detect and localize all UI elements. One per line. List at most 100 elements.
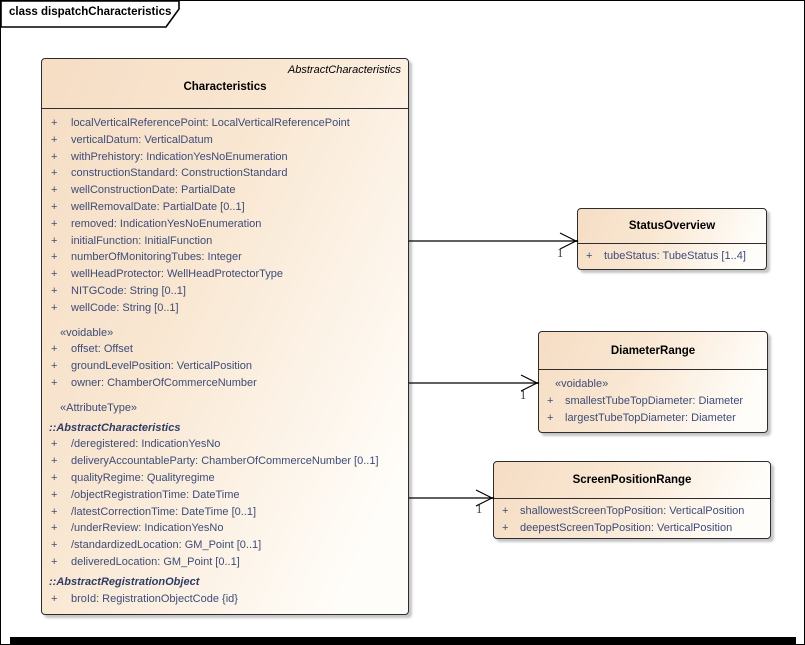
class-name: StatusOverview bbox=[628, 220, 716, 232]
attribute-row: +shallowestScreenTopPosition: VerticalPo… bbox=[494, 503, 770, 520]
visibility-symbol: + bbox=[547, 412, 554, 424]
visibility-symbol: + bbox=[51, 301, 58, 314]
visibility-symbol: + bbox=[51, 150, 58, 163]
diagram-title: class dispatchCharacteristics bbox=[9, 6, 172, 18]
attribute-row: +/deregistered: IndicationYesNo bbox=[42, 436, 408, 453]
attribute-text: /underReview: IndicationYesNo bbox=[71, 522, 224, 535]
class-box-diameter-range[interactable]: DiameterRange «voidable»+smallestTubeTop… bbox=[538, 331, 768, 433]
attribute-row: + localVerticalReferencePoint: LocalVerti… bbox=[42, 115, 408, 132]
stereotype-label: «voidable» bbox=[555, 378, 609, 390]
visibility-symbol: + bbox=[51, 592, 58, 605]
attribute-text: numberOfMonitoringTubes: Integer bbox=[71, 251, 242, 264]
frame-title-tab: class dispatchCharacteristics bbox=[1, 1, 182, 28]
attribute-row: +/objectRegistrationTime: DateTime bbox=[42, 487, 408, 504]
class-header: DiameterRange bbox=[539, 332, 767, 370]
visibility-symbol: + bbox=[547, 395, 554, 407]
visibility-symbol: + bbox=[51, 505, 58, 518]
bottom-edge-bar bbox=[10, 637, 796, 644]
visibility-symbol: + bbox=[51, 438, 58, 451]
attribute-text: initialFunction: InitialFunction bbox=[71, 234, 213, 247]
association-to-status-overview bbox=[409, 232, 579, 250]
visibility-symbol: + bbox=[51, 343, 58, 356]
attribute-row: +removed: IndicationYesNoEnumeration bbox=[42, 216, 408, 233]
attribute-row: + largestTubeTopDiameter: Diameter bbox=[539, 410, 767, 427]
attribute-row: + verticalDatum: VerticalDatum bbox=[42, 132, 408, 149]
attribute-row: + wellCode: String [0..1] bbox=[42, 300, 408, 317]
attribute-row: +/standardizedLocation: GM_Point [0..1] bbox=[42, 537, 408, 554]
visibility-symbol: + bbox=[51, 555, 58, 568]
attribute-compartment: «voidable»+smallestTubeTopDiameter: Diam… bbox=[539, 370, 767, 427]
class-name: DiameterRange bbox=[610, 344, 696, 357]
class-header: ScreenPositionRange bbox=[494, 462, 770, 499]
attribute-text: constructionStandard: ConstructionStanda… bbox=[71, 167, 288, 180]
parent-stereotype-label: AbstractCharacteristics bbox=[287, 64, 401, 76]
attribute-row: +owner: ChamberOfCommerceNumber bbox=[42, 375, 408, 392]
visibility-symbol: + bbox=[51, 268, 58, 281]
association-to-diameter-range bbox=[409, 374, 540, 392]
attribute-text: groundLevelPosition: VerticalPosition bbox=[71, 360, 253, 373]
attribute-row: + /latestCorrectionTime: DateTime [0..1] bbox=[42, 504, 408, 521]
attribute-text: /objectRegistrationTime: DateTime bbox=[71, 488, 240, 501]
attribute-text: NITGCode: String [0..1] bbox=[71, 284, 186, 297]
visibility-symbol: + bbox=[51, 167, 58, 180]
attribute-text: deepestScreenTopPosition: VerticalPositi… bbox=[520, 522, 733, 534]
multiplicity-label: 1 bbox=[557, 246, 564, 260]
stereotype-label: «voidable» bbox=[60, 326, 114, 339]
attribute-row: +NITGCode: String [0..1] bbox=[42, 283, 408, 300]
attribute-row: + wellHeadProtector: WellHeadProtectorTyp… bbox=[42, 266, 408, 283]
stereotype-label: «AttributeType» bbox=[60, 401, 138, 414]
open-arrowhead-icon bbox=[520, 374, 540, 392]
attribute-text: deliveredLocation: GM_Point [0..1] bbox=[71, 555, 240, 568]
namespace-label: ::AbstractRegistrationObject bbox=[49, 575, 200, 588]
attribute-text: smallestTubeTopDiameter: Diameter bbox=[565, 395, 744, 407]
visibility-symbol: + bbox=[51, 117, 58, 129]
attribute-row: +deliveryAccountableParty: ChamberOfComm… bbox=[42, 453, 408, 470]
attribute-text: owner: ChamberOfCommerceNumber bbox=[71, 376, 257, 389]
attribute-text: largestTubeTopDiameter: Diameter bbox=[565, 412, 736, 424]
attribute-row: + smallestTubeTopDiameter: Diameter bbox=[539, 393, 767, 410]
attribute-text: deliveryAccountableParty: ChamberOfComme… bbox=[71, 455, 379, 468]
attribute-text: broId: RegistrationObjectCode {id} bbox=[71, 592, 238, 605]
attribute-text: verticalDatum: VerticalDatum bbox=[71, 133, 213, 146]
attribute-row: + initialFunction: InitialFunction bbox=[42, 233, 408, 250]
attribute-text: tubeStatus: TubeStatus [1..4] bbox=[604, 250, 746, 262]
class-header: AbstractCharacteristics Characteristics bbox=[42, 59, 408, 109]
multiplicity-label: 1 bbox=[520, 388, 527, 402]
visibility-symbol: + bbox=[51, 133, 58, 146]
visibility-symbol: + bbox=[51, 234, 58, 247]
attribute-compartment: +shallowestScreenTopPosition: VerticalPo… bbox=[494, 499, 770, 537]
attribute-row: + withPrehistory: IndicationYesNoEnumerat… bbox=[42, 149, 408, 166]
class-name: ScreenPositionRange bbox=[572, 474, 692, 486]
attribute-text: localVerticalReferencePoint: LocalVertic… bbox=[71, 117, 350, 129]
attribute-text: withPrehistory: IndicationYesNoEnumerati… bbox=[71, 150, 288, 163]
attribute-row: + constructionStandard: ConstructionStand… bbox=[42, 165, 408, 182]
visibility-symbol: + bbox=[51, 471, 58, 484]
attribute-text: wellCode: String [0..1] bbox=[71, 301, 179, 314]
multiplicity-label: 1 bbox=[476, 502, 483, 516]
attribute-compartment: + localVerticalReferencePoint: LocalVerti… bbox=[42, 109, 408, 607]
attribute-row: +tubeStatus: TubeStatus [1..4] bbox=[578, 248, 766, 265]
attribute-row: +deepestScreenTopPosition: VerticalPosit… bbox=[494, 520, 770, 537]
class-header: StatusOverview bbox=[578, 209, 766, 244]
visibility-symbol: + bbox=[51, 184, 58, 197]
attribute-text: wellConstructionDate: PartialDate bbox=[71, 184, 236, 197]
class-name: Characteristics bbox=[183, 81, 267, 93]
namespace-label: ::AbstractCharacteristics bbox=[49, 421, 181, 434]
class-box-status-overview[interactable]: StatusOverview +tubeStatus: TubeStatus [… bbox=[577, 208, 767, 270]
attribute-text: wellRemovalDate: PartialDate [0..1] bbox=[71, 200, 245, 213]
attribute-text: /latestCorrectionTime: DateTime [0..1] bbox=[71, 505, 257, 518]
visibility-symbol: + bbox=[51, 217, 58, 230]
association-to-screen-position-range bbox=[409, 489, 495, 507]
visibility-symbol: + bbox=[51, 360, 58, 373]
class-box-screen-position-range[interactable]: ScreenPositionRange +shallowestScreenTop… bbox=[493, 461, 771, 539]
visibility-symbol: + bbox=[51, 522, 58, 535]
attribute-row: + deliveredLocation: GM_Point [0..1] bbox=[42, 554, 408, 571]
attribute-text: wellHeadProtector: WellHeadProtectorType bbox=[71, 268, 283, 281]
open-arrowhead-icon bbox=[475, 489, 495, 507]
class-box-characteristics[interactable]: AbstractCharacteristics Characteristics … bbox=[41, 58, 409, 615]
attribute-row: +numberOfMonitoringTubes: Integer bbox=[42, 249, 408, 266]
attribute-row: +wellRemovalDate: PartialDate [0..1] bbox=[42, 199, 408, 216]
frame-tab-shape bbox=[1, 1, 180, 28]
open-arrowhead-icon bbox=[559, 232, 579, 250]
